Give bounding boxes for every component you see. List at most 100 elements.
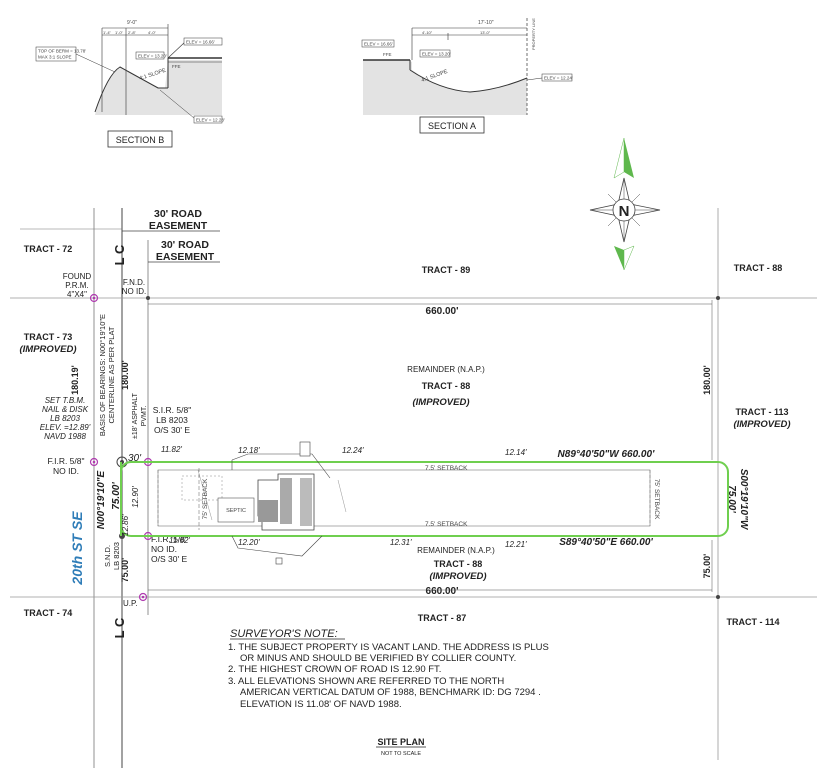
bearing-west-line: N00°19'10"E	[96, 470, 107, 529]
fir-south-line2: NO ID.	[151, 544, 177, 554]
tract-88-mid-status: (IMPROVED)	[413, 397, 470, 408]
notes-line-4: 3. ALL ELEVATIONS SHOWN ARE REFERRED TO …	[228, 676, 504, 687]
septic-label: SEPTIC	[226, 508, 246, 514]
section-b-ffe: FFE	[172, 64, 181, 69]
section-a-dim-a: 4'-10"	[422, 30, 433, 35]
tbm-line1: SET T.B.M.	[45, 396, 86, 405]
section-b-dim-b: 1'-0"	[115, 30, 124, 35]
setback-top: 7.5' SETBACK	[425, 465, 468, 472]
setback-bottom: 7.5' SETBACK	[425, 521, 468, 528]
fir-south-line3: O/S 30' E	[151, 554, 187, 564]
section-b-elev-bottom: ELEV = 12.28'	[196, 118, 225, 123]
site-plan-title: SITE PLAN	[377, 737, 424, 747]
section-b-dim-c: 2'-8"	[128, 30, 137, 35]
sir-line1: S.I.R. 5/8"	[153, 405, 191, 415]
dim-30: 30'	[128, 453, 142, 464]
section-a-detail: 17'-10" 4'-10" 13'-0" PROPERTY LINE ELEV…	[361, 18, 573, 134]
tbm-line5: NAVD 1988	[44, 432, 86, 441]
remainder-top: REMAINDER (N.A.P.)	[407, 365, 485, 374]
asphalt-line2: PVMT.	[141, 406, 148, 427]
easement-lower-line1: 30' ROAD	[161, 239, 209, 251]
tbm-line3: LB 8203	[50, 414, 80, 423]
tract-88-bottom: TRACT - 88	[434, 559, 483, 569]
snd-line1: S.N.D.	[103, 545, 112, 567]
snd-line2: LB 8203	[112, 542, 121, 570]
bearing-east-line: S00°19'10"W	[738, 469, 749, 531]
dim-12-18: 12.18'	[238, 446, 260, 455]
setback-left: 75' SETBACK	[202, 478, 209, 519]
dim-11-62: 11.62'	[169, 536, 190, 545]
tract-88-ne: TRACT - 88	[734, 263, 783, 273]
dim-left-75-bottom: 75.00'	[120, 558, 130, 583]
tbm-line2: NAIL & DISK	[42, 405, 89, 414]
tract-114: TRACT - 114	[726, 617, 779, 627]
section-a-elev-ffe: ELEV = 13.20'	[422, 52, 451, 57]
section-a-slope: 4:1 SLOPE	[421, 69, 449, 84]
tract-73-status: (IMPROVED)	[20, 344, 77, 355]
dim-right-180-00: 180.00'	[702, 365, 712, 395]
section-a-dim-total: 17'-10"	[478, 20, 494, 26]
asphalt-line1: ±18' ASPHALT	[132, 392, 139, 439]
fir-west-line2: NO ID.	[53, 466, 79, 476]
dim-lot-right-75: 75.00'	[726, 485, 737, 513]
tract-73: TRACT - 73	[24, 332, 73, 342]
easement-upper-line2: EASEMENT	[149, 220, 208, 232]
notes-line-2: OR MINUS AND SHOULD BE VERIFIED BY COLLI…	[240, 653, 516, 664]
dim-12-90: 12.90'	[131, 486, 140, 508]
tract-87: TRACT - 87	[418, 613, 467, 623]
found-prm-line2: P.R.M.	[65, 281, 88, 290]
tbm-line4: ELEV. =12.89'	[40, 423, 91, 432]
dim-11-82: 11.82'	[161, 445, 182, 454]
section-b-label: SECTION B	[116, 135, 165, 145]
fir-west-line1: F.I.R. 5/8"	[47, 456, 84, 466]
setback-right: 75' SETBACK	[653, 479, 660, 520]
tract-72: TRACT - 72	[24, 244, 73, 254]
dim-12-24: 12.24'	[342, 446, 364, 455]
site-plan-scale: NOT TO SCALE	[381, 751, 421, 757]
found-prm-line3: 4"X4"	[67, 290, 87, 299]
fnd-line2: NO ID.	[122, 287, 146, 296]
centerline-label-bottom: L C	[112, 617, 127, 638]
dim-12-20: 12.20'	[238, 538, 260, 547]
section-a-property-line: PROPERTY LINE	[531, 18, 536, 50]
lot-parcel: SEPTIC	[120, 441, 729, 565]
notes-line-3: 2. THE HIGHEST CROWN OF ROAD IS 12.90 FT…	[228, 664, 441, 675]
utility-pole-label: U.P.	[123, 599, 138, 608]
fnd-line1: F.N.D.	[123, 278, 145, 287]
dim-left-180-00: 180.00'	[120, 360, 130, 390]
north-arrow: N	[589, 137, 661, 271]
section-b-dim-d: 4'-0"	[148, 30, 157, 35]
bearing-south-line: S89°40'50"E 660.00'	[559, 537, 653, 548]
mls-watermark: SWFLAMLS	[8, 753, 76, 767]
dim-12-21: 12.21'	[505, 540, 527, 549]
notes-title: SURVEYOR'S NOTE:	[230, 628, 338, 640]
fir-south-line1: F.I.R. 5/8"	[151, 534, 188, 544]
section-b-dim-a: 1'-4"	[103, 30, 112, 35]
tract-88-mid: TRACT - 88	[422, 381, 471, 391]
tract-74: TRACT - 74	[24, 608, 73, 618]
section-b-elev-top: ELEV = 16.66'	[186, 40, 215, 45]
easement-upper-line1: 30' ROAD	[154, 208, 202, 220]
dim-bottom-660: 660.00'	[426, 586, 459, 597]
section-b-top-of-berm: TOP OF BERM = 13.78'	[38, 49, 86, 54]
dim-12-86: 12.86'	[121, 514, 130, 536]
tract-113-status: (IMPROVED)	[734, 419, 791, 430]
surveyors-note: SURVEYOR'S NOTE: 1. THE SUBJECT PROPERTY…	[228, 628, 549, 710]
dim-top-660: 660.00'	[426, 306, 459, 317]
dim-12-31: 12.31'	[390, 538, 412, 547]
dim-lot-left-75: 75.00'	[111, 482, 122, 510]
street-name: 20th ST SE	[69, 511, 85, 586]
sir-line3: O/S 30' E	[154, 425, 190, 435]
easement-lower-line2: EASEMENT	[156, 251, 215, 263]
section-b-slope: 4:1 SLOPE	[139, 68, 167, 82]
section-b-detail: 9'-0" 1'-4" 1'-0" 2'-8" 4'-0" ELEV = 16.…	[35, 20, 225, 148]
tract-89: TRACT - 89	[422, 265, 471, 275]
basis-of-bearings: BASIS OF BEARINGS: N00°19'10"E	[98, 314, 107, 436]
dim-right-75-bottom: 75.00'	[702, 554, 712, 579]
section-b-elev-ffe: ELEV = 13.20'	[138, 54, 167, 59]
section-b-max-slope: MAX 3:1 SLOPE	[38, 55, 72, 60]
found-prm-line1: FOUND	[63, 272, 92, 281]
section-a-dim-b: 13'-0"	[480, 30, 491, 35]
section-a-ffe: FFE	[383, 52, 392, 57]
